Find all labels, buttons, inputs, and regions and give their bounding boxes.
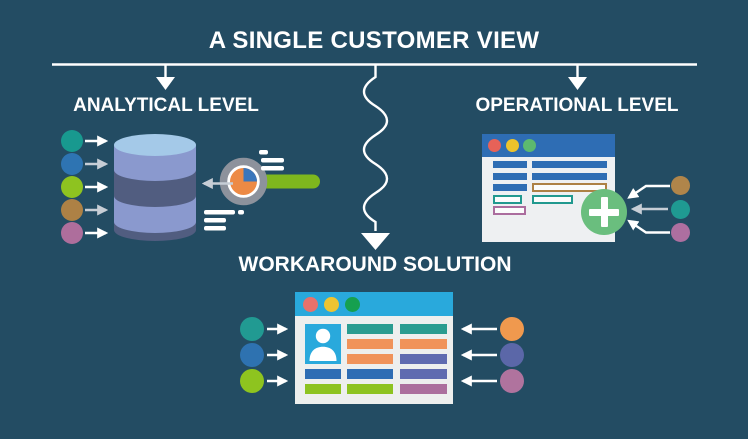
data-source-circle [500, 369, 524, 393]
window-control-dot [324, 296, 339, 312]
database-band [114, 170, 196, 207]
add-record-plus-icon [581, 189, 627, 235]
record-bar [347, 339, 393, 349]
record-bar [305, 384, 341, 394]
wavy-arrow-to-workaround [361, 64, 390, 250]
window-control-dot [523, 139, 536, 152]
workaround-app-window-icon [295, 292, 453, 404]
database-band [114, 220, 196, 241]
page-title: A SINGLE CUSTOMER VIEW [208, 27, 540, 54]
data-source-circle [240, 343, 264, 367]
record-bar [400, 369, 447, 379]
window-control-dot [345, 296, 360, 312]
form-row [493, 206, 615, 215]
data-source-circle [671, 223, 690, 242]
magnifier-handle [260, 174, 320, 189]
operational-source-arrows [627, 184, 670, 234]
user-avatar-icon [305, 324, 341, 364]
form-row [493, 160, 615, 169]
magnifier-pie-chart-icon [219, 157, 320, 206]
database-band [114, 145, 196, 181]
field-bar [532, 172, 607, 180]
record-bar [347, 354, 393, 364]
arrow-to-analytical [156, 64, 175, 90]
magnifier-lens [219, 157, 268, 206]
form-row [493, 183, 615, 192]
field-bar [493, 161, 527, 168]
record-bar [347, 324, 393, 334]
data-source-circle [61, 222, 83, 244]
data-source-circle [240, 317, 264, 341]
plus-icon-bar [600, 197, 608, 227]
workaround-solution-label: WORKAROUND SOLUTION [238, 253, 512, 276]
form-row [493, 194, 615, 204]
window-control-dots [303, 296, 366, 312]
window-control-dot [488, 139, 501, 152]
data-source-circle [500, 317, 524, 341]
analytical-level-label: ANALYTICAL LEVEL [73, 95, 259, 116]
workaround-left-arrows [267, 323, 289, 387]
database-icon [114, 134, 196, 241]
text-lines-icon-top [259, 150, 284, 171]
record-bar [347, 384, 393, 394]
window-control-dot [505, 139, 519, 152]
record-bar [400, 339, 447, 349]
field-bar [493, 194, 522, 204]
record-bar [347, 369, 393, 379]
analytical-source-circles [61, 130, 83, 244]
record-bar [400, 324, 447, 334]
data-source-circle [240, 369, 264, 393]
pie-slice [243, 168, 257, 182]
workaround-left-source-circles [240, 317, 264, 393]
field-bar [532, 161, 607, 168]
operational-source-circles [671, 176, 690, 242]
window-control-dots [488, 139, 541, 152]
window-body [493, 160, 615, 218]
database-top [114, 134, 196, 156]
field-bar [532, 194, 573, 204]
data-source-circle [500, 343, 524, 367]
record-bar [305, 369, 341, 379]
field-bar [493, 172, 527, 180]
window-titlebar [295, 292, 453, 316]
record-bar [400, 354, 447, 364]
analytical-source-arrows [85, 135, 109, 239]
field-bar [493, 206, 526, 215]
operational-app-window-icon [482, 134, 615, 242]
database-band [114, 196, 196, 233]
data-source-circle [671, 199, 690, 219]
record-bar [400, 384, 447, 394]
field-bar [532, 183, 607, 192]
data-source-circle [61, 176, 83, 198]
data-source-circle [671, 176, 690, 195]
workaround-right-source-circles [500, 317, 524, 393]
operational-level-label: OPERATIONAL LEVEL [475, 95, 679, 116]
window-control-dot [303, 296, 318, 312]
pie-chart-icon [230, 168, 257, 195]
form-row [493, 172, 615, 181]
text-lines-icon-bottom [204, 210, 244, 231]
data-source-circle [61, 130, 83, 152]
arrow-to-operational [568, 64, 587, 90]
data-source-circle [61, 199, 83, 221]
workaround-right-arrows [460, 323, 497, 387]
field-bar [493, 184, 527, 191]
data-source-circle [61, 153, 83, 175]
person-glyph [309, 328, 337, 361]
window-titlebar [482, 134, 615, 157]
